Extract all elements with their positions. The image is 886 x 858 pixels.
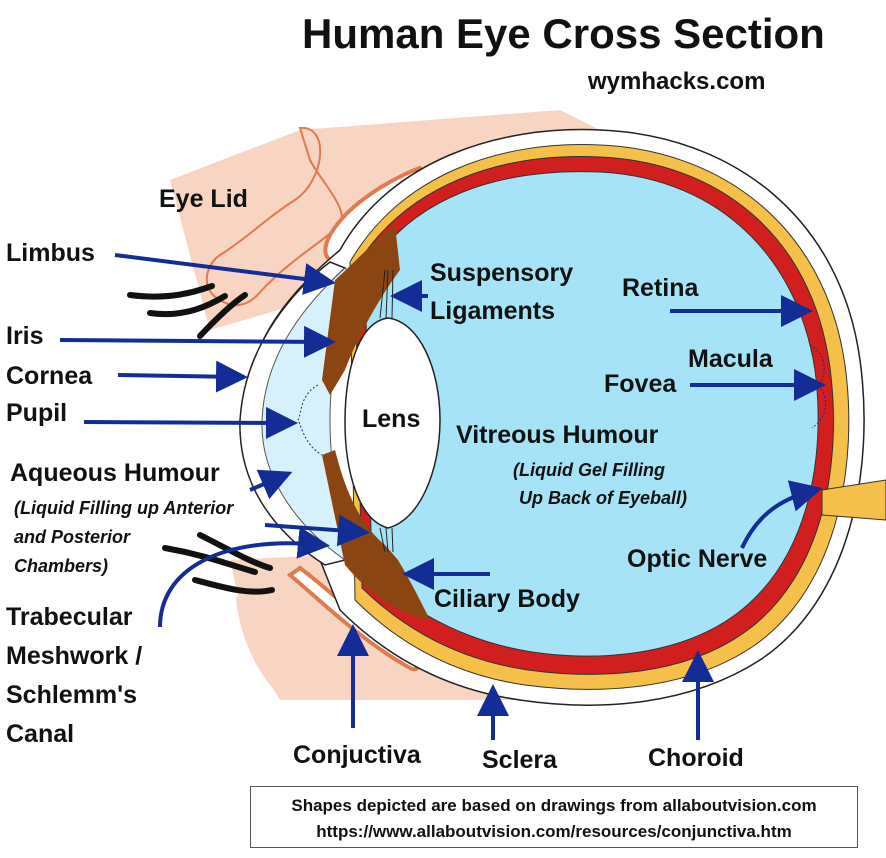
label-pupil: Pupil — [6, 399, 68, 427]
macula-outline — [809, 344, 826, 429]
lower-eyelid — [236, 573, 400, 700]
label-vitreous-humour: Vitreous Humour — [456, 421, 659, 449]
limbus-arrow — [114, 253, 336, 295]
label-aqueous-humour: Aqueous Humour — [10, 459, 220, 487]
label-limbus: Limbus — [6, 239, 95, 267]
upper-eyelashes — [127, 283, 248, 339]
vitreous-desc-1: (Liquid Gel Filling — [513, 460, 665, 480]
arrows — [59, 253, 826, 740]
site-name: wymhacks.com — [588, 68, 766, 95]
label-suspensory-1: Suspensory — [430, 259, 574, 287]
credit-box: Shapes depicted are based on drawings fr… — [250, 786, 858, 848]
label-sclera: Sclera — [482, 746, 558, 774]
label-cornea: Cornea — [6, 362, 93, 390]
label-retina: Retina — [622, 274, 699, 302]
label-choroid: Choroid — [648, 744, 744, 772]
label-conjuctiva: Conjuctiva — [293, 741, 421, 769]
label-trabecular-4: Canal — [6, 720, 75, 748]
suspensory-ligament-bottom — [379, 527, 394, 553]
pupil-arrow — [83, 406, 298, 439]
iris-upper — [322, 225, 400, 395]
label-suspensory-2: Ligaments — [430, 297, 556, 325]
label-fovea: Fovea — [604, 370, 677, 398]
label-trabecular-1: Trabecular — [6, 603, 133, 631]
label-trabecular-3: Schlemm's — [6, 681, 138, 709]
cornea-arrow — [117, 360, 248, 393]
label-lens: Lens — [362, 405, 421, 433]
vitreous-desc-2: Up Back of Eyeball) — [519, 488, 688, 508]
credit-line-1: Shapes depicted are based on drawings fr… — [291, 796, 817, 815]
page-title: Human Eye Cross Section — [302, 10, 825, 57]
lens — [344, 317, 441, 529]
lower-eyelashes — [162, 532, 275, 595]
pupil-outline — [297, 384, 323, 456]
aqueous-desc-1: (Liquid Filling up Anterior — [14, 498, 234, 518]
iris-arrow — [59, 325, 336, 358]
aqueous-desc-3: Chambers) — [14, 556, 109, 576]
label-ciliary-body: Ciliary Body — [434, 585, 580, 613]
label-trabecular-2: Meshwork / — [6, 642, 143, 670]
label-macula: Macula — [688, 345, 773, 373]
optic-nerve-arrow — [740, 480, 823, 549]
trabecular-arrow — [158, 526, 330, 628]
vitreous-chamber — [364, 171, 819, 657]
credit-line-2: https://www.allaboutvision.com/resources… — [316, 822, 792, 841]
label-eye-lid: Eye Lid — [159, 185, 248, 213]
label-iris: Iris — [6, 322, 44, 350]
aqueous-arrow — [249, 469, 293, 500]
label-optic-nerve: Optic Nerve — [627, 545, 768, 573]
aqueous-desc-2: and Posterior — [14, 527, 131, 547]
